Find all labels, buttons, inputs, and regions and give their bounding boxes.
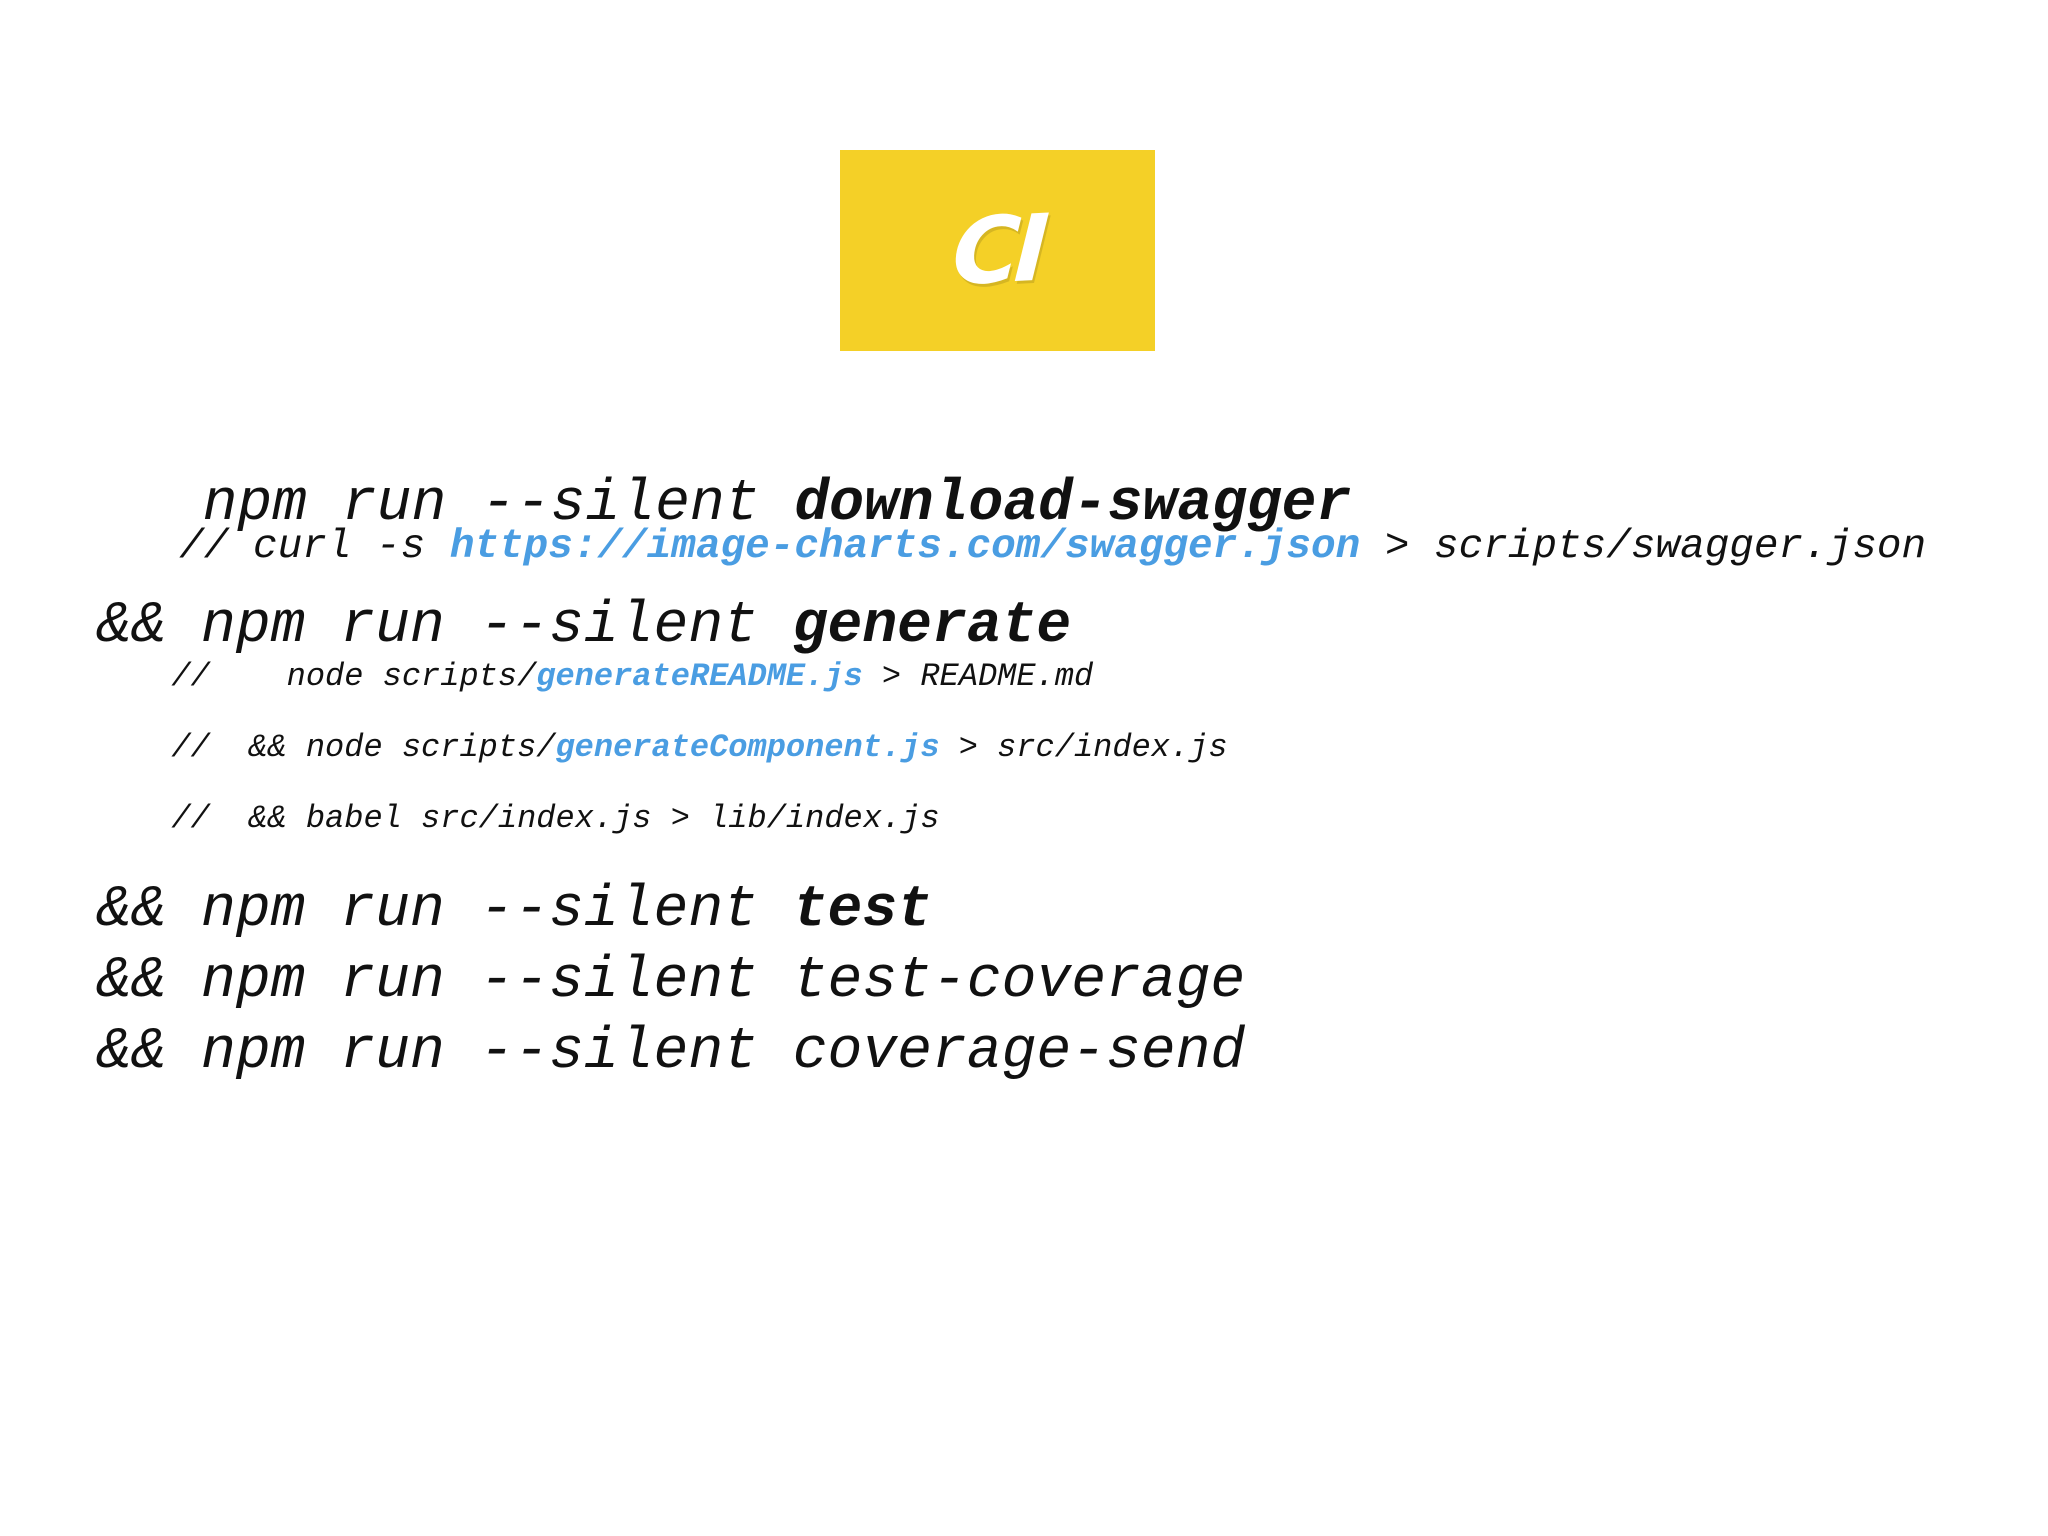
line-download-swagger: npm run --silent download-swagger [133, 418, 1352, 537]
comment-prefix: // curl -s [179, 524, 450, 570]
generate-component-file: generateComponent.js [555, 729, 940, 766]
comment-generate-component: // && node scripts/generateComponent.js … [133, 700, 1228, 766]
ci-badge-label: CI [949, 194, 1046, 307]
and-operator: && [96, 949, 202, 1014]
and-operator: && [96, 1020, 202, 1085]
comment-prefix: // && node scripts/ [171, 729, 556, 766]
line-generate: && npm run --silent generate [27, 540, 1072, 659]
comment-suffix: > scripts/swagger.json [1360, 524, 1927, 570]
comment-suffix: > README.md [862, 658, 1094, 695]
comment-curl: // curl -s https://image-charts.com/swag… [130, 486, 1926, 568]
comment-babel: // && babel src/index.js > lib/index.js [133, 771, 940, 837]
ci-badge: CI [840, 150, 1155, 351]
comment-text: // && babel src/index.js > lib/index.js [171, 800, 940, 837]
and-operator: && [96, 594, 202, 659]
command-text: npm run --silent [201, 1020, 793, 1085]
command-text: npm run --silent [202, 472, 795, 537]
command-text: npm run --silent [201, 594, 793, 659]
script-name: download-swagger [794, 472, 1352, 537]
generate-readme-file: generateREADME.js [536, 658, 863, 695]
command-text: npm run --silent [201, 949, 793, 1014]
script-name: coverage-send [792, 1020, 1246, 1085]
command-text: npm run --silent [201, 878, 793, 943]
line-coverage-send: && npm run --silent coverage-send [27, 966, 1246, 1085]
script-name: generate [792, 594, 1072, 659]
script-name: test-coverage [792, 949, 1246, 1014]
comment-suffix: > src/index.js [939, 729, 1228, 766]
script-name: test [792, 878, 932, 943]
and-operator: && [96, 878, 202, 943]
comment-prefix: // node scripts/ [171, 658, 537, 695]
comment-generate-readme: // node scripts/generateREADME.js > READ… [133, 629, 1093, 693]
line-test-coverage: && npm run --silent test-coverage [27, 895, 1246, 1014]
line-test: && npm run --silent test [27, 824, 932, 940]
swagger-url-link[interactable]: https://image-charts.com/swagger.json [449, 524, 1361, 570]
